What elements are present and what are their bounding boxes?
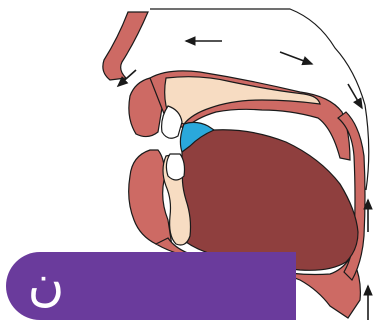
letter-badge: ن	[6, 252, 296, 320]
arrow-icon	[280, 52, 312, 64]
tongue	[180, 130, 358, 271]
hard-palate	[165, 77, 320, 124]
arrow-icon	[348, 84, 362, 108]
nose	[103, 12, 148, 80]
arabic-letter: ن	[12, 252, 80, 320]
lower-incisor	[166, 154, 184, 180]
